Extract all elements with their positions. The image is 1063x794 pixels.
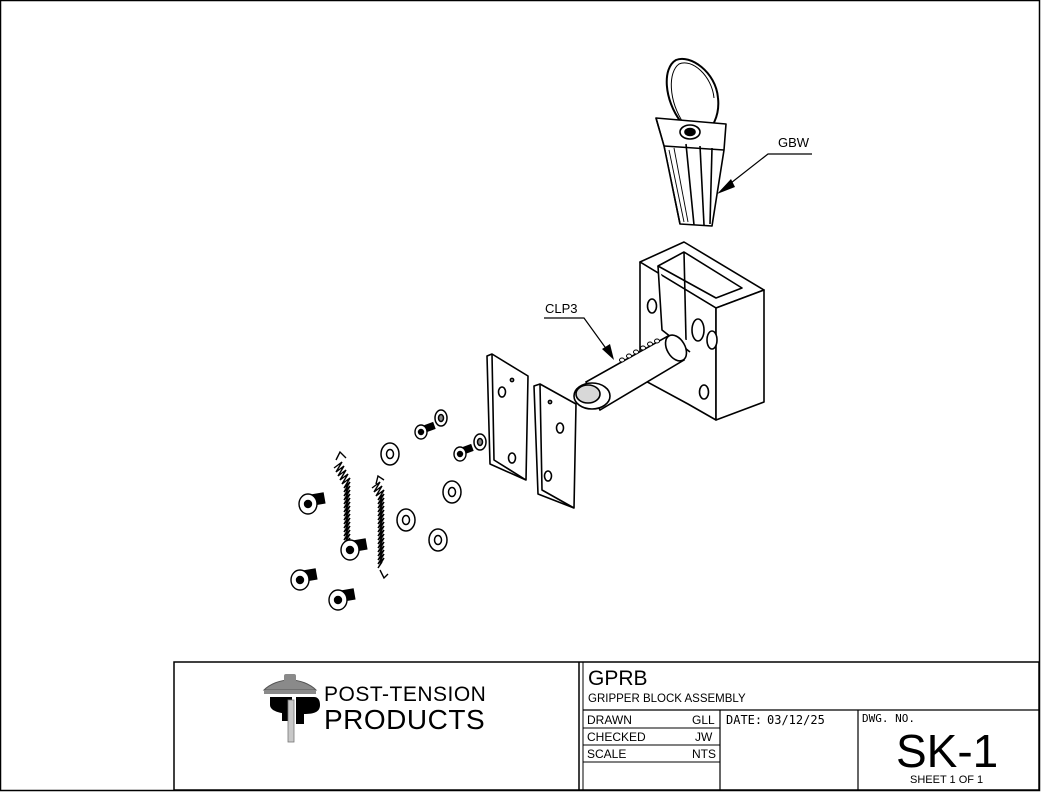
sheet-number: SHEET 1 OF 1 xyxy=(910,774,984,786)
scale-label: SCALE xyxy=(587,747,627,761)
company-name-line2: PRODUCTS xyxy=(324,704,486,735)
checked-label: CHECKED xyxy=(587,730,646,744)
company-logo-mark xyxy=(262,674,320,743)
dwg-no-label: DWG. NO. xyxy=(862,712,915,725)
spring-right xyxy=(371,474,389,580)
washer-1 xyxy=(434,409,448,427)
cap-screws xyxy=(290,421,474,611)
screw-large-4 xyxy=(328,588,356,611)
gripper-plate-right xyxy=(533,383,577,509)
gbw-wedge-part xyxy=(655,57,727,227)
spring-left xyxy=(333,450,351,549)
date-label: DATE: xyxy=(726,713,763,727)
checked-value: JW xyxy=(695,730,713,744)
washer-5 xyxy=(396,508,416,532)
drawn-value: GLL xyxy=(692,713,715,727)
gripper-block-body xyxy=(639,241,765,421)
drawing-number: SK-1 xyxy=(896,725,999,777)
gbw-label: GBW xyxy=(778,135,810,150)
washer-4 xyxy=(442,480,462,504)
screw-small-1 xyxy=(414,421,436,440)
date-value: 03/12/25 xyxy=(767,713,825,727)
clp3-pin-part xyxy=(573,334,688,412)
washer-2 xyxy=(380,442,400,466)
screw-large-3 xyxy=(290,568,318,591)
washer-6 xyxy=(428,528,448,552)
gripper-plate-left xyxy=(486,353,529,481)
part-number: GPRB xyxy=(588,667,648,690)
clp3-label: CLP3 xyxy=(545,301,578,316)
company-name-line1: POST-TENSION xyxy=(324,683,487,706)
screw-large-1 xyxy=(298,492,326,515)
washer-3 xyxy=(473,433,487,451)
screw-small-2 xyxy=(453,443,474,462)
screw-large-2 xyxy=(340,538,368,561)
part-description: GRIPPER BLOCK ASSEMBLY xyxy=(588,693,746,705)
scale-value: NTS xyxy=(692,747,716,761)
gbw-leader xyxy=(717,153,812,194)
washers xyxy=(380,409,487,552)
drawn-label: DRAWN xyxy=(587,713,632,727)
title-block-frame xyxy=(173,661,1040,791)
clp3-leader xyxy=(544,317,614,360)
